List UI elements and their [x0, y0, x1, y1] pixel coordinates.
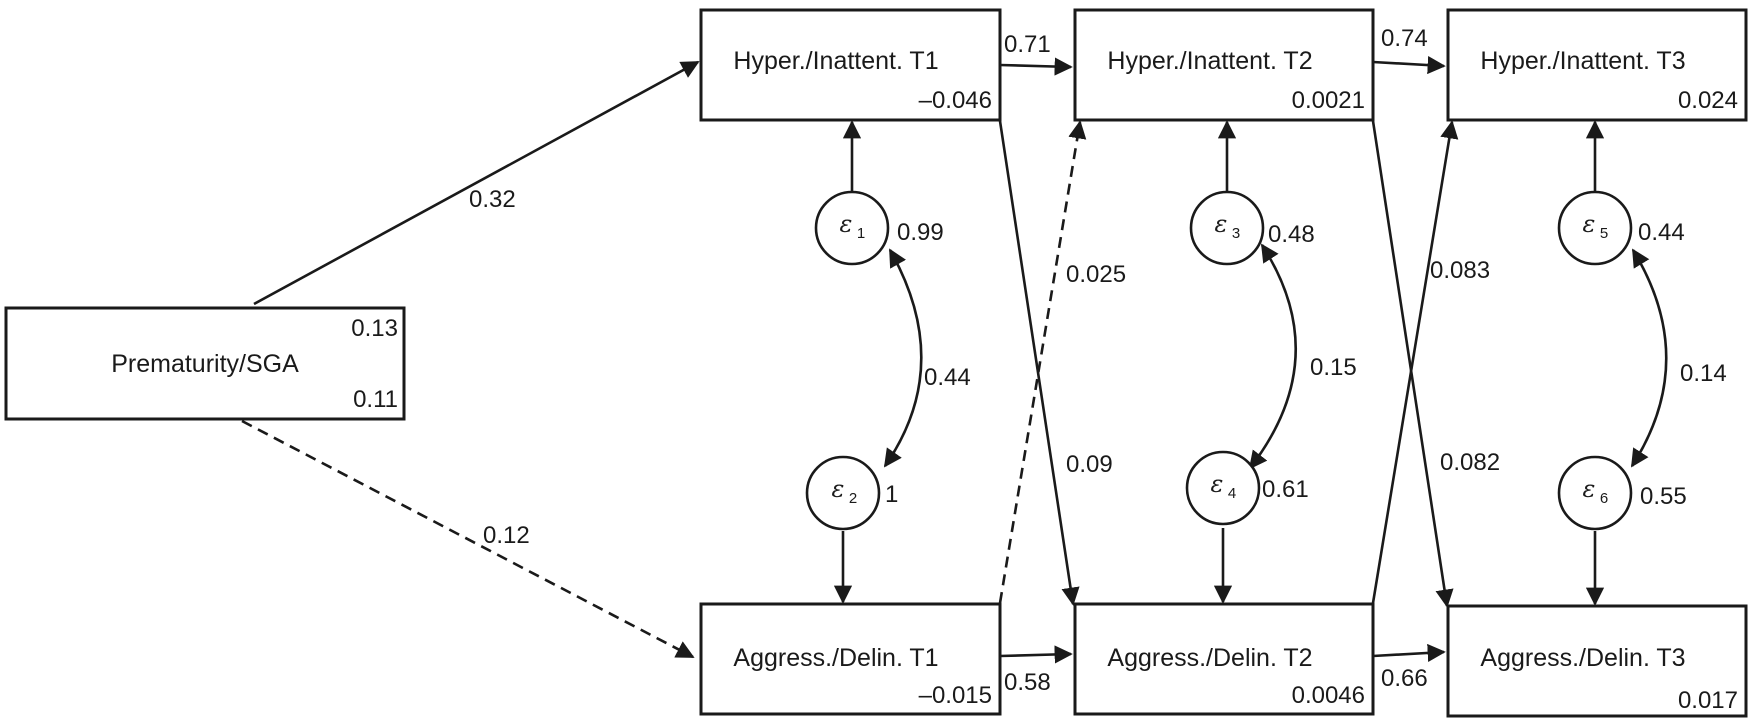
- path-hyper-t1-to-aggr-t2: [998, 120, 1080, 606]
- node-value: –0.046: [919, 87, 992, 114]
- covariance-e3-e4: [1248, 243, 1298, 470]
- node-aggr-t1: Aggress./Delin. T1 –0.015: [699, 602, 1002, 716]
- node-aggr-t3: Aggress./Delin. T3 0.017: [1446, 604, 1748, 718]
- path-prem-to-hyper-t1: [253, 60, 700, 306]
- cov-e3-e4: 0.15: [1310, 354, 1357, 381]
- path-hyper-t2-to-aggr-t3: [1371, 120, 1454, 608]
- error-subscript: 6: [1600, 490, 1608, 507]
- path-hyper-t1-to-t2: [999, 57, 1073, 76]
- path-labels: 0.32 0.12 0.71 0.74 0.58 0.66 0.025 0.09…: [469, 25, 1500, 696]
- error-variance: 0.61: [1262, 476, 1309, 503]
- node-label: Hyper./Inattent. T2: [1107, 47, 1312, 75]
- node-label: Aggress./Delin. T2: [1107, 644, 1312, 672]
- error-symbol: ε: [1215, 210, 1228, 238]
- coef-aggr-t2-to-t3: 0.66: [1381, 665, 1428, 692]
- node-prematurity: Prematurity/SGA 0.13 0.11: [4, 306, 406, 421]
- error-variance: 0.55: [1640, 483, 1687, 510]
- node-value-bottom: 0.11: [353, 386, 398, 413]
- path-aggr-t2-to-t3: [1372, 643, 1446, 663]
- error-symbol: ε: [1583, 475, 1596, 503]
- error-symbol: ε: [1211, 470, 1224, 498]
- node-hyper-t1: Hyper./Inattent. T1 –0.046: [699, 8, 1002, 122]
- error-e3: ε 3 0.48: [1189, 190, 1315, 266]
- error-subscript: 1: [857, 225, 865, 242]
- error-e2: ε 2 1: [805, 455, 898, 531]
- error-variance: 0.48: [1268, 221, 1315, 248]
- error-symbol: ε: [840, 210, 853, 238]
- node-label: Aggress./Delin. T3: [1480, 644, 1685, 672]
- node-aggr-t2: Aggress./Delin. T2 0.0046: [1073, 602, 1375, 716]
- path-prem-to-aggr-t1: [241, 419, 695, 659]
- node-label: Hyper./Inattent. T3: [1480, 47, 1685, 75]
- node-value: 0.0021: [1292, 87, 1365, 114]
- coef-prem-to-aggr-t1: 0.12: [483, 522, 530, 549]
- node-hyper-t2: Hyper./Inattent. T2 0.0021: [1073, 8, 1375, 122]
- coef-aggr-t1-to-t2: 0.58: [1004, 669, 1051, 696]
- error-e6: ε 6 0.55: [1557, 455, 1687, 531]
- node-label: Aggress./Delin. T1: [733, 644, 938, 672]
- error-subscript: 2: [849, 490, 857, 507]
- coef-hyper-t1-to-aggr-t2: 0.09: [1066, 451, 1113, 478]
- path-aggr-t2-to-hyper-t3: [1371, 120, 1459, 604]
- error-subscript: 4: [1228, 485, 1236, 502]
- coef-aggr-t1-to-hyper-t2: 0.025: [1066, 261, 1126, 288]
- coef-hyper-t2-to-t3: 0.74: [1381, 25, 1428, 52]
- cov-e5-e6: 0.14: [1680, 360, 1727, 387]
- node-hyper-t3: Hyper./Inattent. T3 0.024: [1446, 8, 1748, 122]
- node-value: 0.017: [1678, 687, 1738, 714]
- node-value-top: 0.13: [351, 315, 398, 342]
- coef-hyper-t1-to-t2: 0.71: [1004, 31, 1051, 58]
- error-subscript: 5: [1600, 225, 1608, 242]
- path-hyper-t2-to-t3: [1372, 55, 1446, 75]
- covariance-e5-e6: [1630, 248, 1668, 468]
- error-subscript: 3: [1232, 225, 1240, 242]
- error-symbol: ε: [1583, 210, 1596, 238]
- covariance-e1-e2: [883, 248, 923, 468]
- error-variance: 0.99: [897, 219, 944, 246]
- error-variance: 0.44: [1638, 219, 1685, 246]
- path-aggr-t1-to-hyper-t2: [998, 120, 1087, 604]
- node-value: 0.0046: [1292, 682, 1365, 709]
- path-lines: [241, 55, 1668, 664]
- coef-prem-to-hyper-t1: 0.32: [469, 186, 516, 213]
- error-e4: ε 4 0.61: [1185, 450, 1309, 526]
- covariance-labels: 0.44 0.15 0.14: [924, 354, 1727, 391]
- error-e1: ε 1 0.99: [814, 190, 944, 266]
- node-label: Prematurity/SGA: [111, 350, 299, 378]
- node-label: Hyper./Inattent. T1: [733, 47, 938, 75]
- node-value: –0.015: [919, 682, 992, 709]
- coef-aggr-t2-to-hyper-t3: 0.083: [1430, 257, 1490, 284]
- error-e5: ε 5 0.44: [1557, 190, 1685, 266]
- error-symbol: ε: [832, 475, 845, 503]
- node-value: 0.024: [1678, 87, 1738, 114]
- cov-e1-e2: 0.44: [924, 364, 971, 391]
- path-aggr-t1-to-t2: [999, 645, 1073, 664]
- error-variance: 1: [885, 481, 898, 508]
- coef-hyper-t2-to-aggr-t3: 0.082: [1440, 449, 1500, 476]
